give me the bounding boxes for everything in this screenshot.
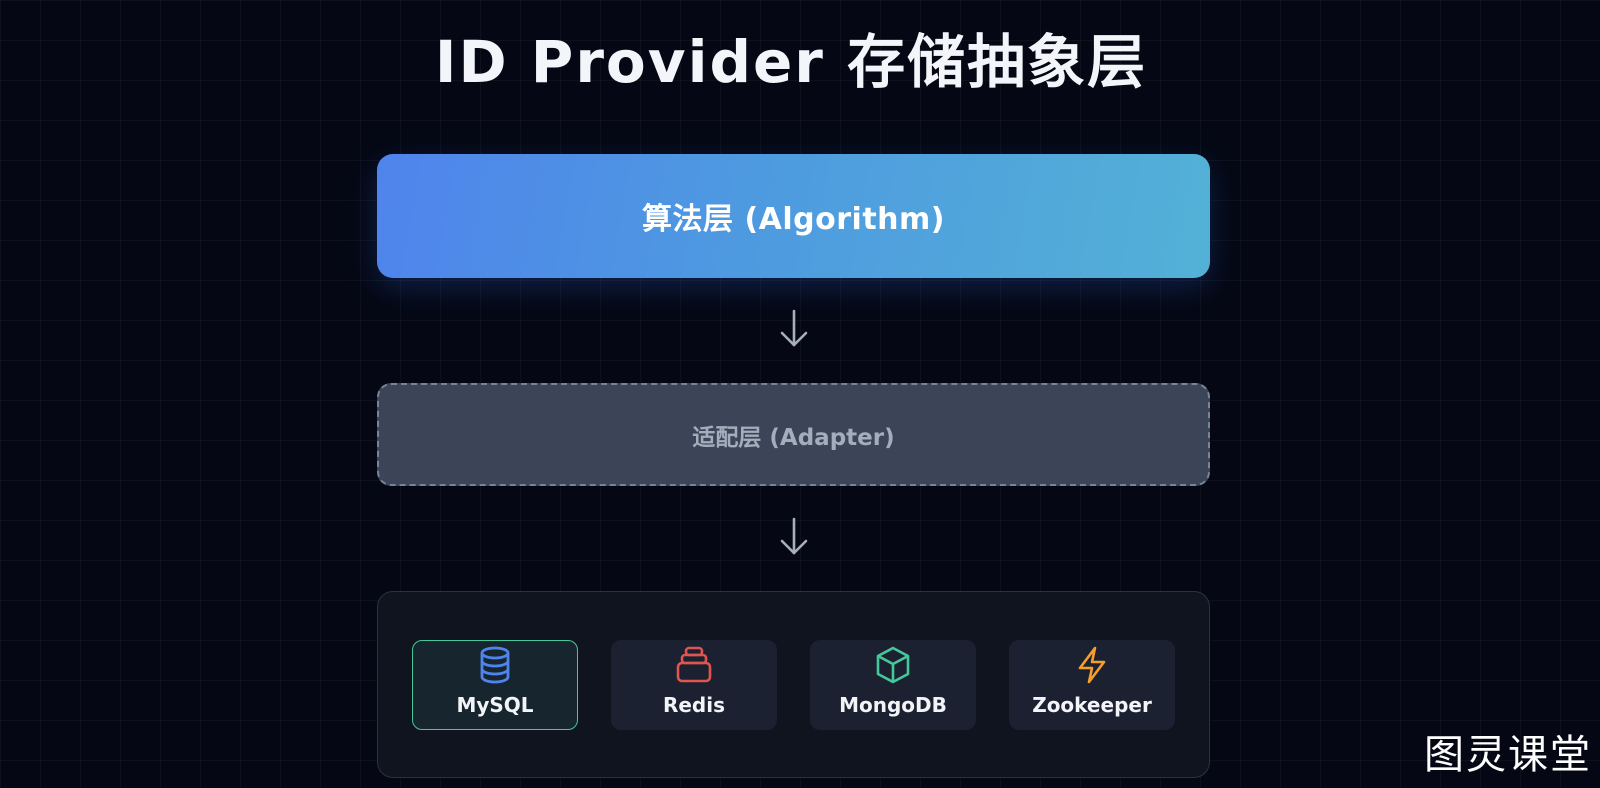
storage-card-mongodb[interactable]: MongoDB: [810, 640, 976, 730]
arrow-down-icon: [780, 517, 808, 555]
lightning-icon: [1078, 646, 1106, 684]
algorithm-layer-label: 算法层 (Algorithm): [642, 202, 945, 237]
page-title: ID Provider 存储抽象层: [434, 28, 1148, 96]
storage-card-redis[interactable]: Redis: [611, 640, 777, 730]
redis-stack-icon: [676, 646, 712, 683]
storage-card-zookeeper[interactable]: Zookeeper: [1009, 640, 1175, 730]
cube-icon: [876, 646, 910, 684]
storage-name: MongoDB: [839, 693, 947, 717]
storage-name: Zookeeper: [1032, 693, 1152, 717]
watermark: 图灵课堂: [1424, 732, 1592, 778]
arrow-down-icon: [780, 309, 808, 347]
database-icon: [480, 646, 510, 684]
algorithm-layer: 算法层 (Algorithm): [377, 154, 1210, 278]
adapter-layer: 适配层 (Adapter): [377, 383, 1210, 486]
storage-card-mysql[interactable]: MySQL: [412, 640, 578, 730]
adapter-layer-label: 适配层 (Adapter): [692, 424, 895, 451]
storage-name: Redis: [662, 693, 726, 717]
storage-name: MySQL: [456, 693, 534, 717]
storage-layer: MySQL Redis MongoDB Zookeeper: [377, 591, 1210, 778]
